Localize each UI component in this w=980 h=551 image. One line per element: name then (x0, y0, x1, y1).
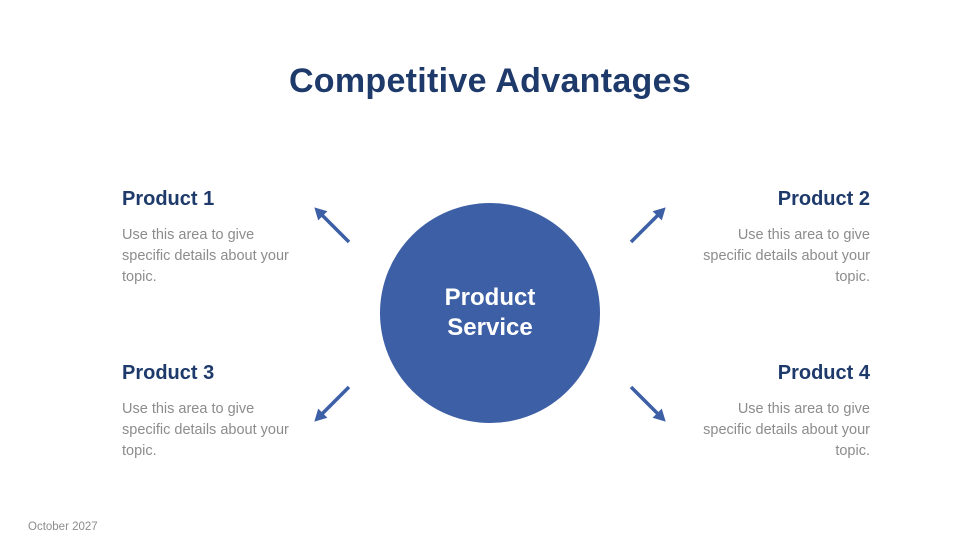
product-2-heading: Product 2 (777, 188, 870, 210)
slide-date: October 2027 (28, 521, 98, 533)
circle-label-line2: Service (447, 314, 533, 341)
product-2-description: Use this area to give specific details a… (703, 227, 870, 286)
arrow-up-right-icon (623, 200, 672, 249)
product-block-3: Product 3 Use this area to give specific… (122, 362, 300, 462)
product-4-heading: Product 4 (777, 362, 870, 384)
product-block-2: Product 2 Use this area to give specific… (692, 188, 870, 288)
arrow-down-right-icon (623, 379, 672, 428)
product-1-description: Use this area to give specific details a… (122, 227, 289, 286)
center-circle: Product Service (380, 203, 600, 423)
product-3-heading: Product 3 (122, 362, 215, 384)
slide-title: Competitive Advantages (288, 62, 692, 100)
arrow-up-left-icon (307, 200, 356, 249)
product-3-description: Use this area to give specific details a… (122, 401, 289, 460)
circle-label-line1: Product (444, 284, 536, 311)
product-4-description: Use this area to give specific details a… (703, 401, 870, 460)
arrow-down-left-icon (307, 379, 356, 428)
product-1-heading: Product 1 (122, 188, 215, 210)
product-block-1: Product 1 Use this area to give specific… (122, 188, 300, 288)
product-block-4: Product 4 Use this area to give specific… (692, 362, 870, 462)
